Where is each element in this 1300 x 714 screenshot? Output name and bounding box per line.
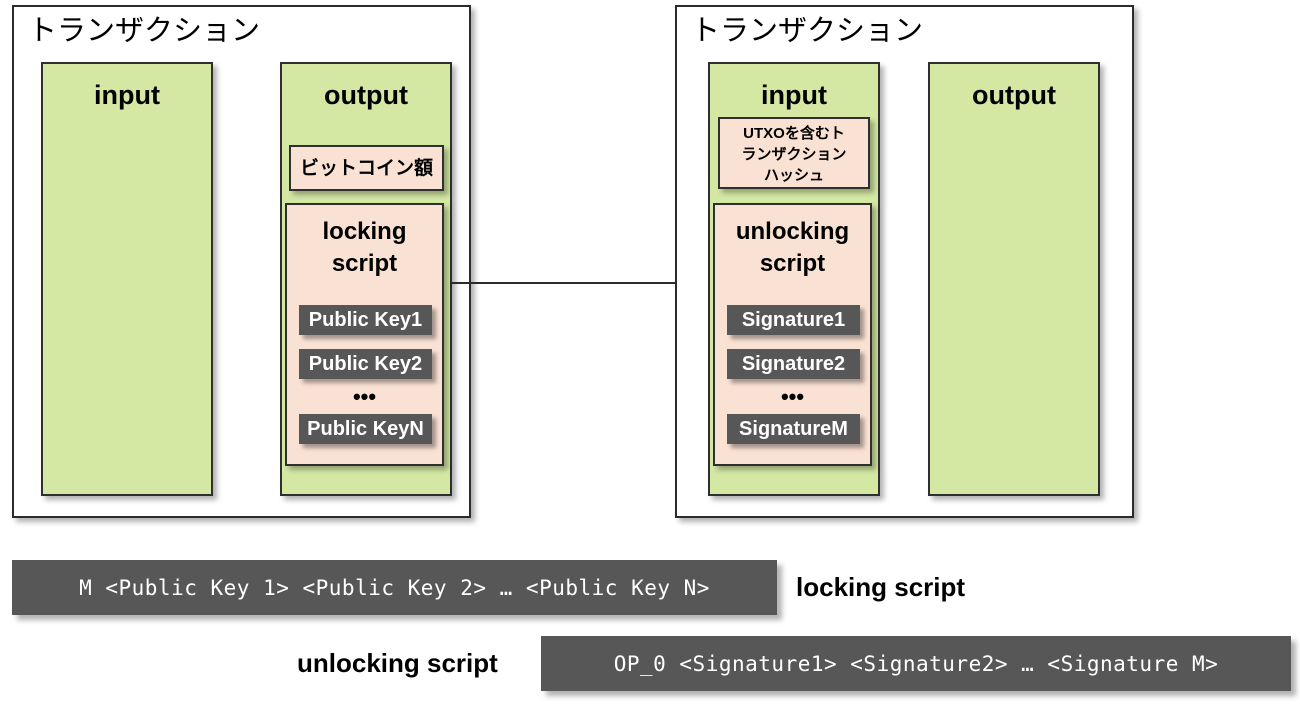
unlocking-script-title-line2: script: [759, 250, 826, 277]
bitcoin-amount-box: ビットコイン額: [289, 145, 444, 191]
utxo-hash-box: UTXOを含むト ランザクション ハッシュ: [718, 117, 870, 189]
chip-signature-2: Signature2: [727, 349, 860, 379]
utxo-hash-line-1: UTXOを含むト: [743, 125, 845, 142]
transaction-right-title: トランザクション: [691, 15, 924, 47]
right-output-column: output: [928, 62, 1100, 496]
chip-public-key-n: Public KeyN: [299, 414, 432, 444]
right-output-label: output: [972, 80, 1056, 110]
chip-signature-1: Signature1: [727, 305, 860, 335]
bitcoin-amount-label: ビットコイン額: [299, 158, 433, 179]
transaction-left-title: トランザクション: [28, 15, 261, 47]
locking-script-title-line1: locking: [322, 218, 407, 245]
right-input-label: input: [761, 80, 827, 110]
left-input-label: input: [94, 80, 160, 110]
utxo-hash-line-3: ハッシュ: [763, 167, 824, 184]
connector-arrow-line: [450, 282, 709, 284]
locking-script-caption: locking script: [796, 572, 966, 602]
chip-public-key-2: Public Key2: [299, 349, 432, 379]
locking-script-box: locking script Public Key1 Public Key2 •…: [285, 203, 444, 466]
unlocking-script-title-line1: unlocking: [735, 218, 850, 245]
utxo-hash-line-2: ランザクション: [741, 146, 847, 163]
locking-script-ellipsis: •••: [352, 384, 377, 409]
unlocking-script-box: unlocking script Signature1 Signature2 •…: [713, 203, 872, 466]
locking-script-title-line2: script: [331, 250, 398, 277]
left-input-column: input: [41, 62, 213, 496]
chip-signature-m: SignatureM: [727, 414, 860, 444]
locking-script-code-bar: M <Public Key 1> <Public Key 2> … <Publi…: [12, 560, 777, 615]
unlocking-script-caption: unlocking script: [297, 648, 498, 678]
left-output-label: output: [324, 80, 408, 110]
unlocking-script-code-bar: OP_0 <Signature1> <Signature2> … <Signat…: [541, 636, 1291, 691]
unlocking-script-ellipsis: •••: [780, 384, 805, 409]
chip-public-key-1: Public Key1: [299, 305, 432, 335]
